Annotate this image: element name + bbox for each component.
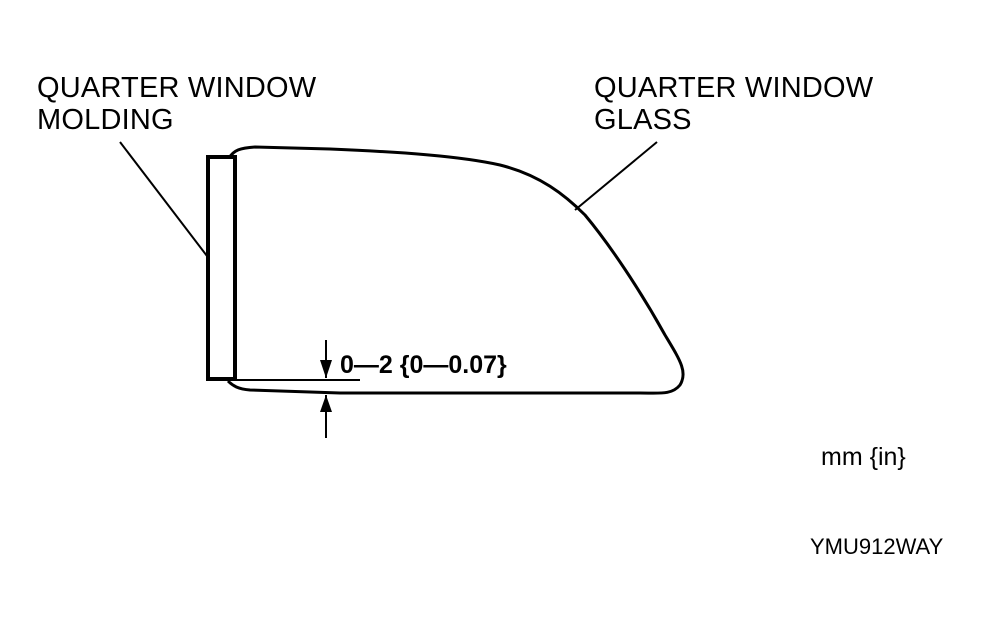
molding-callout-line2: MOLDING (37, 104, 174, 136)
quarter-window-molding (206, 155, 237, 381)
quarter-window-glass-outline (226, 145, 685, 395)
units-label: mm {in} (821, 443, 906, 471)
glass-callout-label: QUARTER WINDOW GLASS (594, 74, 873, 138)
dimension-arrows-icon (320, 340, 332, 438)
figure-code-label: YMU912WAY (810, 534, 944, 559)
molding-callout-line1: QUARTER WINDOW (37, 72, 317, 104)
glass-leader-line (574, 141, 658, 211)
glass-callout-line1: QUARTER WINDOW (594, 72, 874, 104)
molding-callout-label: QUARTER WINDOW MOLDING (37, 74, 316, 138)
molding-leader-line (119, 141, 208, 257)
glass-callout-line2: GLASS (594, 104, 692, 136)
gap-dimension-label: 0—2 {0—0.07} (340, 351, 507, 379)
